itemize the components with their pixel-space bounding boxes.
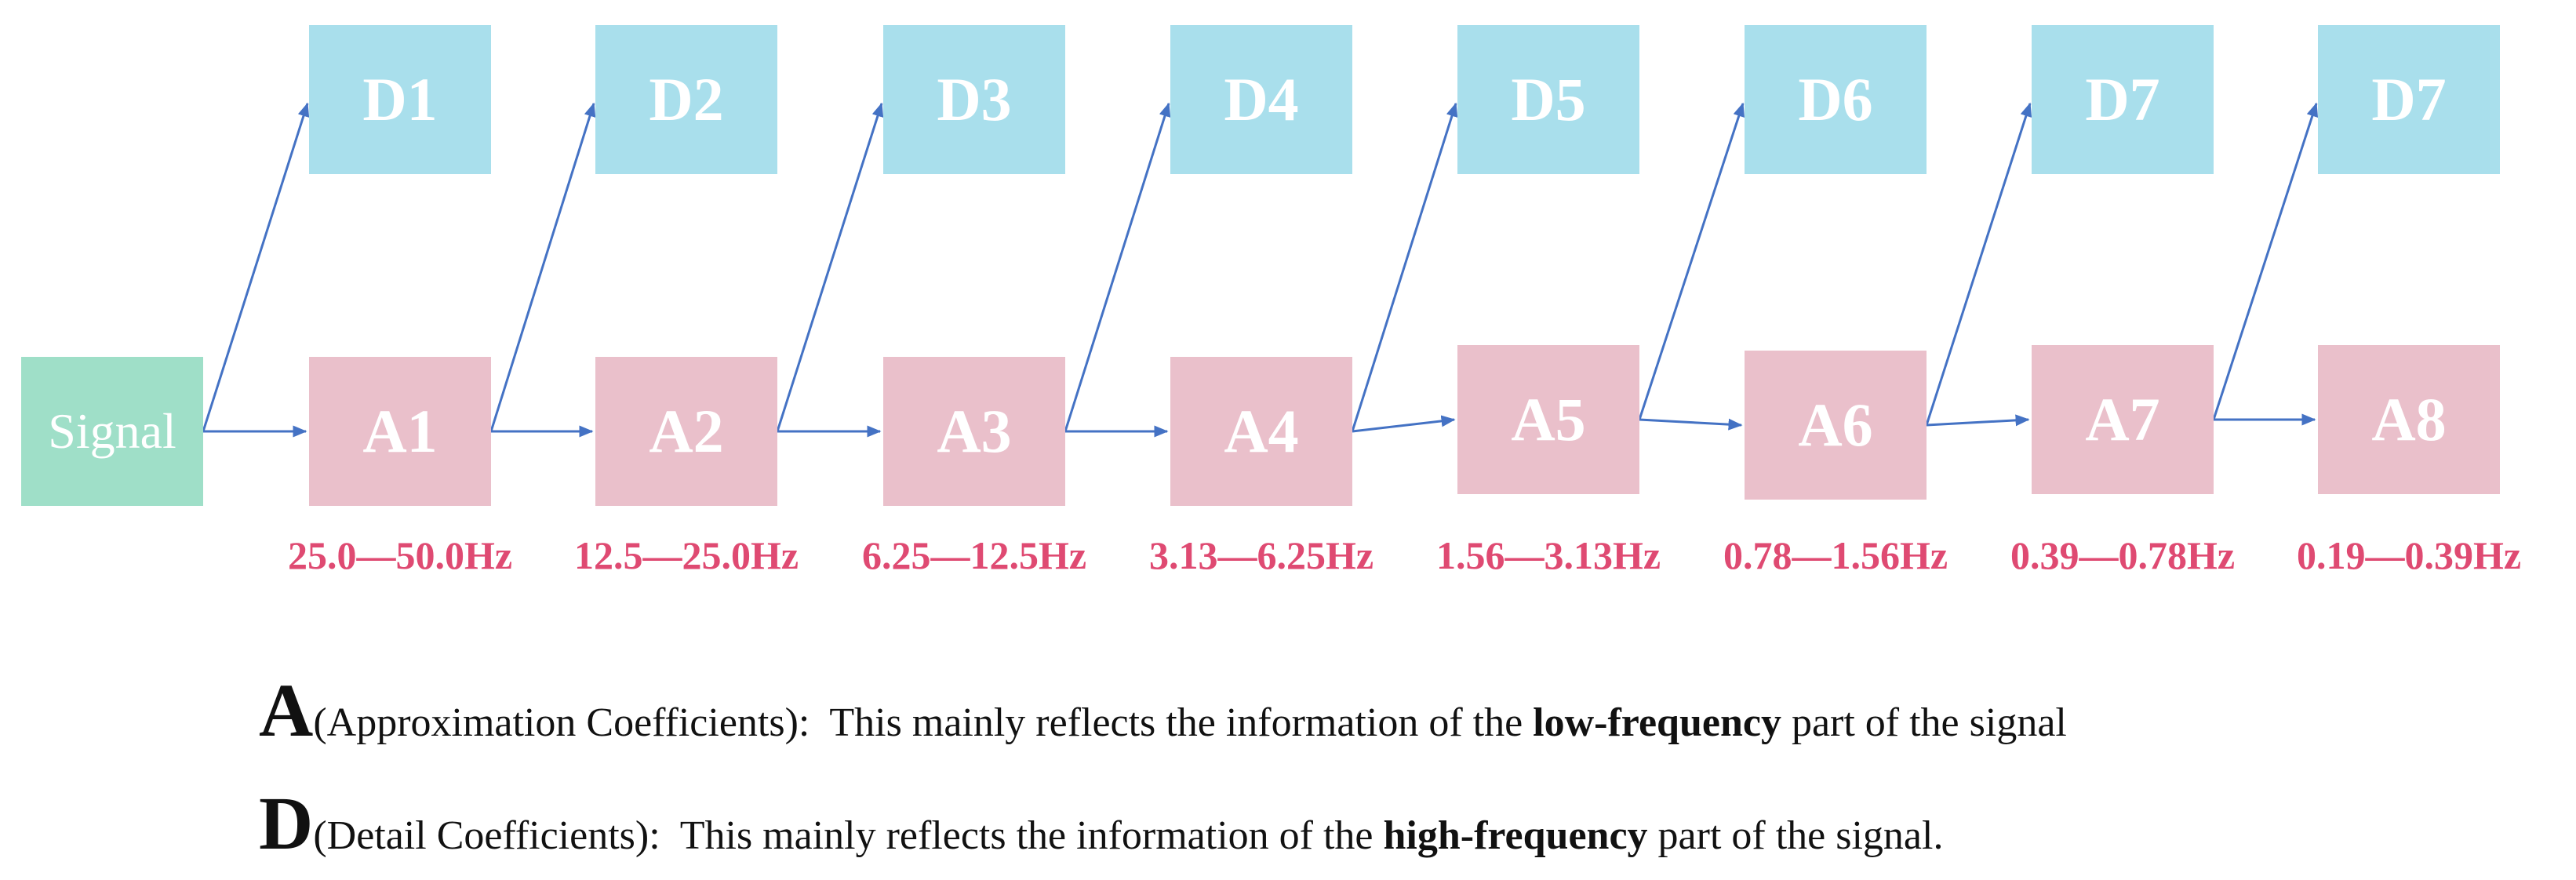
arrow-to-d7 [1925, 102, 2032, 426]
detail-box-6: D6 [1745, 25, 1927, 174]
approx-box-2: A2 [595, 357, 777, 506]
arrow-to-a7 [1926, 414, 2030, 427]
legend-a-text-post: part of the signal [1781, 700, 2067, 745]
freq-band-3: 6.25—12.5Hz [861, 533, 1087, 577]
approx-box-8: A8 [2318, 345, 2500, 494]
detail-box-3: D3 [883, 25, 1065, 174]
freq-band-6: 0.78—1.56Hz [1723, 533, 1948, 577]
legend-a-separator: : [798, 700, 810, 745]
approx-box-6: A6 [1745, 351, 1927, 500]
arrow-to-d2 [489, 102, 596, 432]
legend-d-emphasis: high-frequency [1383, 813, 1648, 858]
legend-d-letter: D [259, 781, 314, 865]
arrow-to-d3 [776, 102, 884, 432]
approx-box-7: A7 [2032, 345, 2214, 494]
approx-box-5: A5 [1457, 345, 1639, 494]
legend-a-emphasis: low-frequency [1533, 700, 1781, 745]
legend-d-text-pre: This mainly reflects the information of … [660, 813, 1384, 858]
arrow-to-d6 [1638, 102, 1745, 420]
detail-box-5: D5 [1457, 25, 1639, 174]
detail-box-2: D2 [595, 25, 777, 174]
arrow-to-d4 [1064, 102, 1171, 432]
approx-box-1: A1 [309, 357, 491, 506]
detail-box-1: D1 [309, 25, 491, 174]
freq-band-1: 25.0—50.0Hz [287, 533, 513, 577]
freq-band-2: 12.5—25.0Hz [573, 533, 799, 577]
legend-a-name: (Approximation Coefficients) [313, 700, 799, 745]
legend-d-name: (Detail Coefficients) [313, 813, 649, 858]
freq-band-7: 0.39—0.78Hz [2010, 533, 2236, 577]
detail-box-4: D4 [1170, 25, 1352, 174]
legend-a-text-pre: This mainly reflects the information of … [810, 700, 1534, 745]
legend-d-separator: : [649, 813, 660, 858]
approx-box-4: A4 [1170, 357, 1352, 506]
freq-band-5: 1.56—3.13Hz [1435, 533, 1661, 577]
detail-box-7: D7 [2032, 25, 2214, 174]
approx-box-3: A3 [883, 357, 1065, 506]
legend-approximation: A (Approximation Coefficients) : This ma… [259, 673, 2067, 767]
arrow-to-d8 [2212, 102, 2319, 420]
legend-detail: D (Detail Coefficients) : This mainly re… [259, 786, 1943, 880]
arrow-to-a6 [1639, 418, 1743, 431]
arrow-to-d5 [1351, 102, 1458, 432]
freq-band-4: 3.13—6.25Hz [1148, 533, 1374, 577]
detail-box-8: D7 [2318, 25, 2500, 174]
arrow-to-a5 [1352, 415, 1456, 433]
signal-box: Signal [21, 357, 203, 506]
legend-a-letter: A [259, 668, 314, 752]
arrow-to-d1 [202, 102, 310, 432]
legend-d-text-post: part of the signal. [1647, 813, 1944, 858]
freq-band-8: 0.19—0.39Hz [2296, 533, 2522, 577]
